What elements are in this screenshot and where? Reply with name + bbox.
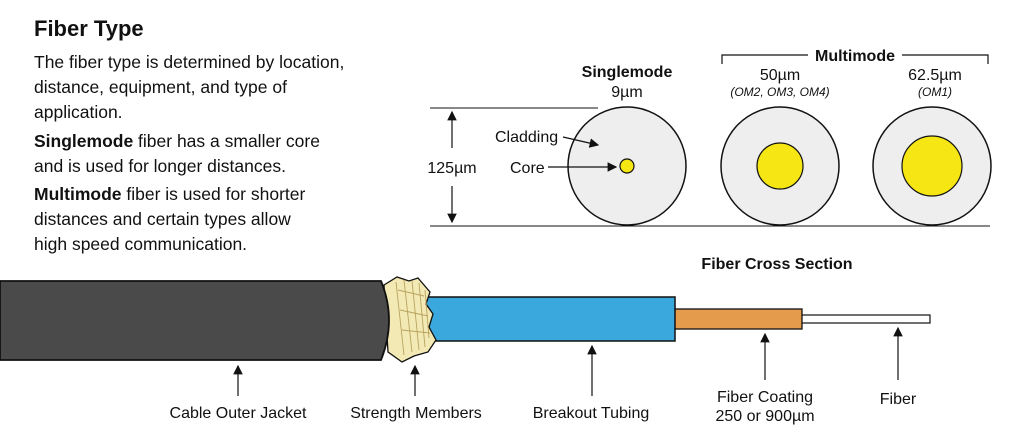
singlemode-term: Singlemode <box>34 131 134 151</box>
multimode-term: Multimode <box>34 184 122 204</box>
intro-line-2: distance, equipment, and type of <box>34 77 287 97</box>
multimode-text-2: distances and certain types allow <box>34 209 291 229</box>
cable-outer-jacket <box>0 280 390 361</box>
fiber-coating <box>667 308 803 330</box>
mm625-core <box>901 135 963 197</box>
singlemode-title: Singlemode <box>582 64 673 81</box>
page-title: Fiber Type <box>34 16 144 41</box>
bare-fiber <box>789 314 931 324</box>
mm50-types: (OM2, OM3, OM4) <box>730 85 829 99</box>
intro-line-1: The fiber type is determined by location… <box>34 52 345 72</box>
strength-yarn-strands <box>395 279 431 356</box>
cross-section-caption: Fiber Cross Section <box>701 256 852 273</box>
multimode-bracket-left <box>721 54 808 64</box>
strength-members <box>383 276 437 363</box>
singlemode-text-1: fiber has a smaller core <box>133 131 320 151</box>
mm50-size: 50µm <box>760 67 800 84</box>
intro-paragraph: The fiber type is determined by location… <box>34 50 344 125</box>
strength-members-label: Strength Members <box>350 405 482 422</box>
breakout-tubing <box>419 296 676 342</box>
singlemode-paragraph: Singlemode fiber has a smaller core and … <box>34 129 320 179</box>
outer-jacket-label: Cable Outer Jacket <box>170 405 308 422</box>
intro-line-3: application. <box>34 102 123 122</box>
singlemode-core <box>619 158 635 174</box>
multimode-text-3: high speed communication. <box>34 234 248 254</box>
mm50-core <box>756 142 804 190</box>
cladding-arrow <box>562 136 600 148</box>
diameter-label: 125µm <box>427 160 476 177</box>
multimode-text-1: fiber is used for shorter <box>121 184 306 204</box>
cladding-label: Cladding <box>495 129 558 146</box>
multimode-paragraph: Multimode fiber is used for shorter dist… <box>34 182 305 257</box>
singlemode-size: 9µm <box>611 84 642 101</box>
core-label: Core <box>510 160 545 177</box>
mm625-size: 62.5µm <box>908 67 962 84</box>
breakout-tubing-label: Breakout Tubing <box>533 405 650 422</box>
singlemode-text-2: and is used for longer distances. <box>34 156 286 176</box>
fiber-label: Fiber <box>880 391 917 408</box>
fiber-coating-label: Fiber Coating <box>717 389 813 406</box>
mm625-types: (OM1) <box>918 85 952 99</box>
multimode-title: Multimode <box>815 48 895 65</box>
multimode-bracket-right <box>902 54 989 64</box>
fiber-coating-size-label: 250 or 900µm <box>715 408 814 425</box>
